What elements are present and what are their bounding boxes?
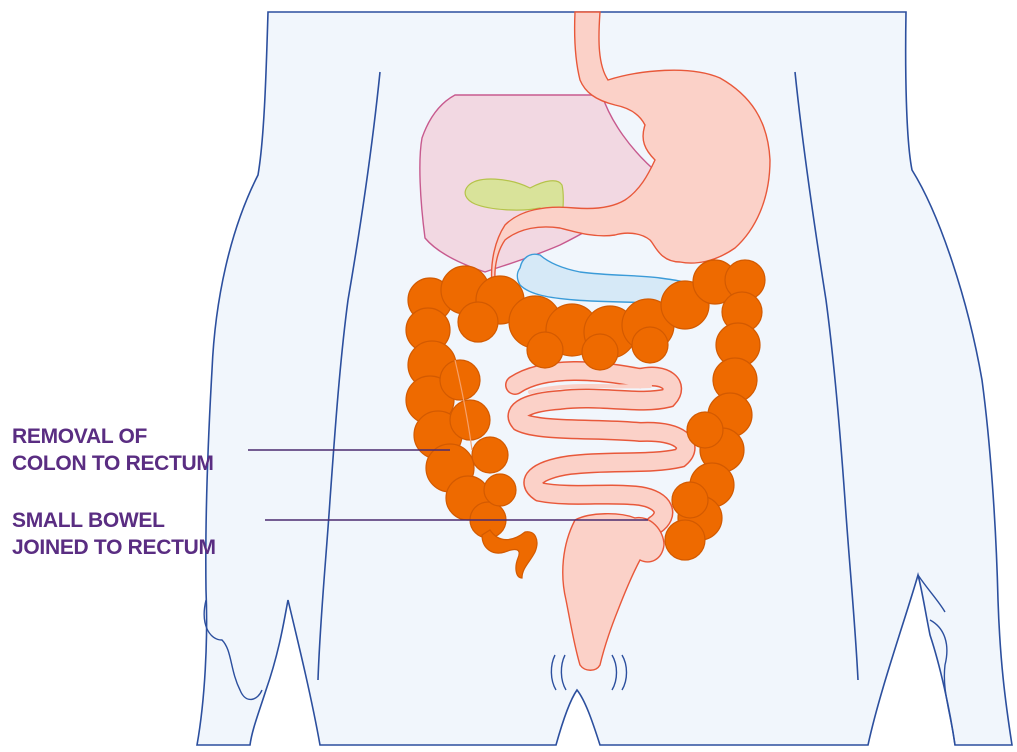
label-removal-of-colon-line2: COLON TO RECTUM — [12, 450, 214, 477]
label-small-bowel-joined-line1: SMALL BOWEL — [12, 507, 216, 534]
label-small-bowel-joined: SMALL BOWEL JOINED TO RECTUM — [12, 507, 216, 561]
label-removal-of-colon: REMOVAL OF COLON TO RECTUM — [12, 423, 214, 477]
label-removal-of-colon-line1: REMOVAL OF — [12, 423, 214, 450]
label-small-bowel-joined-line2: JOINED TO RECTUM — [12, 534, 216, 561]
